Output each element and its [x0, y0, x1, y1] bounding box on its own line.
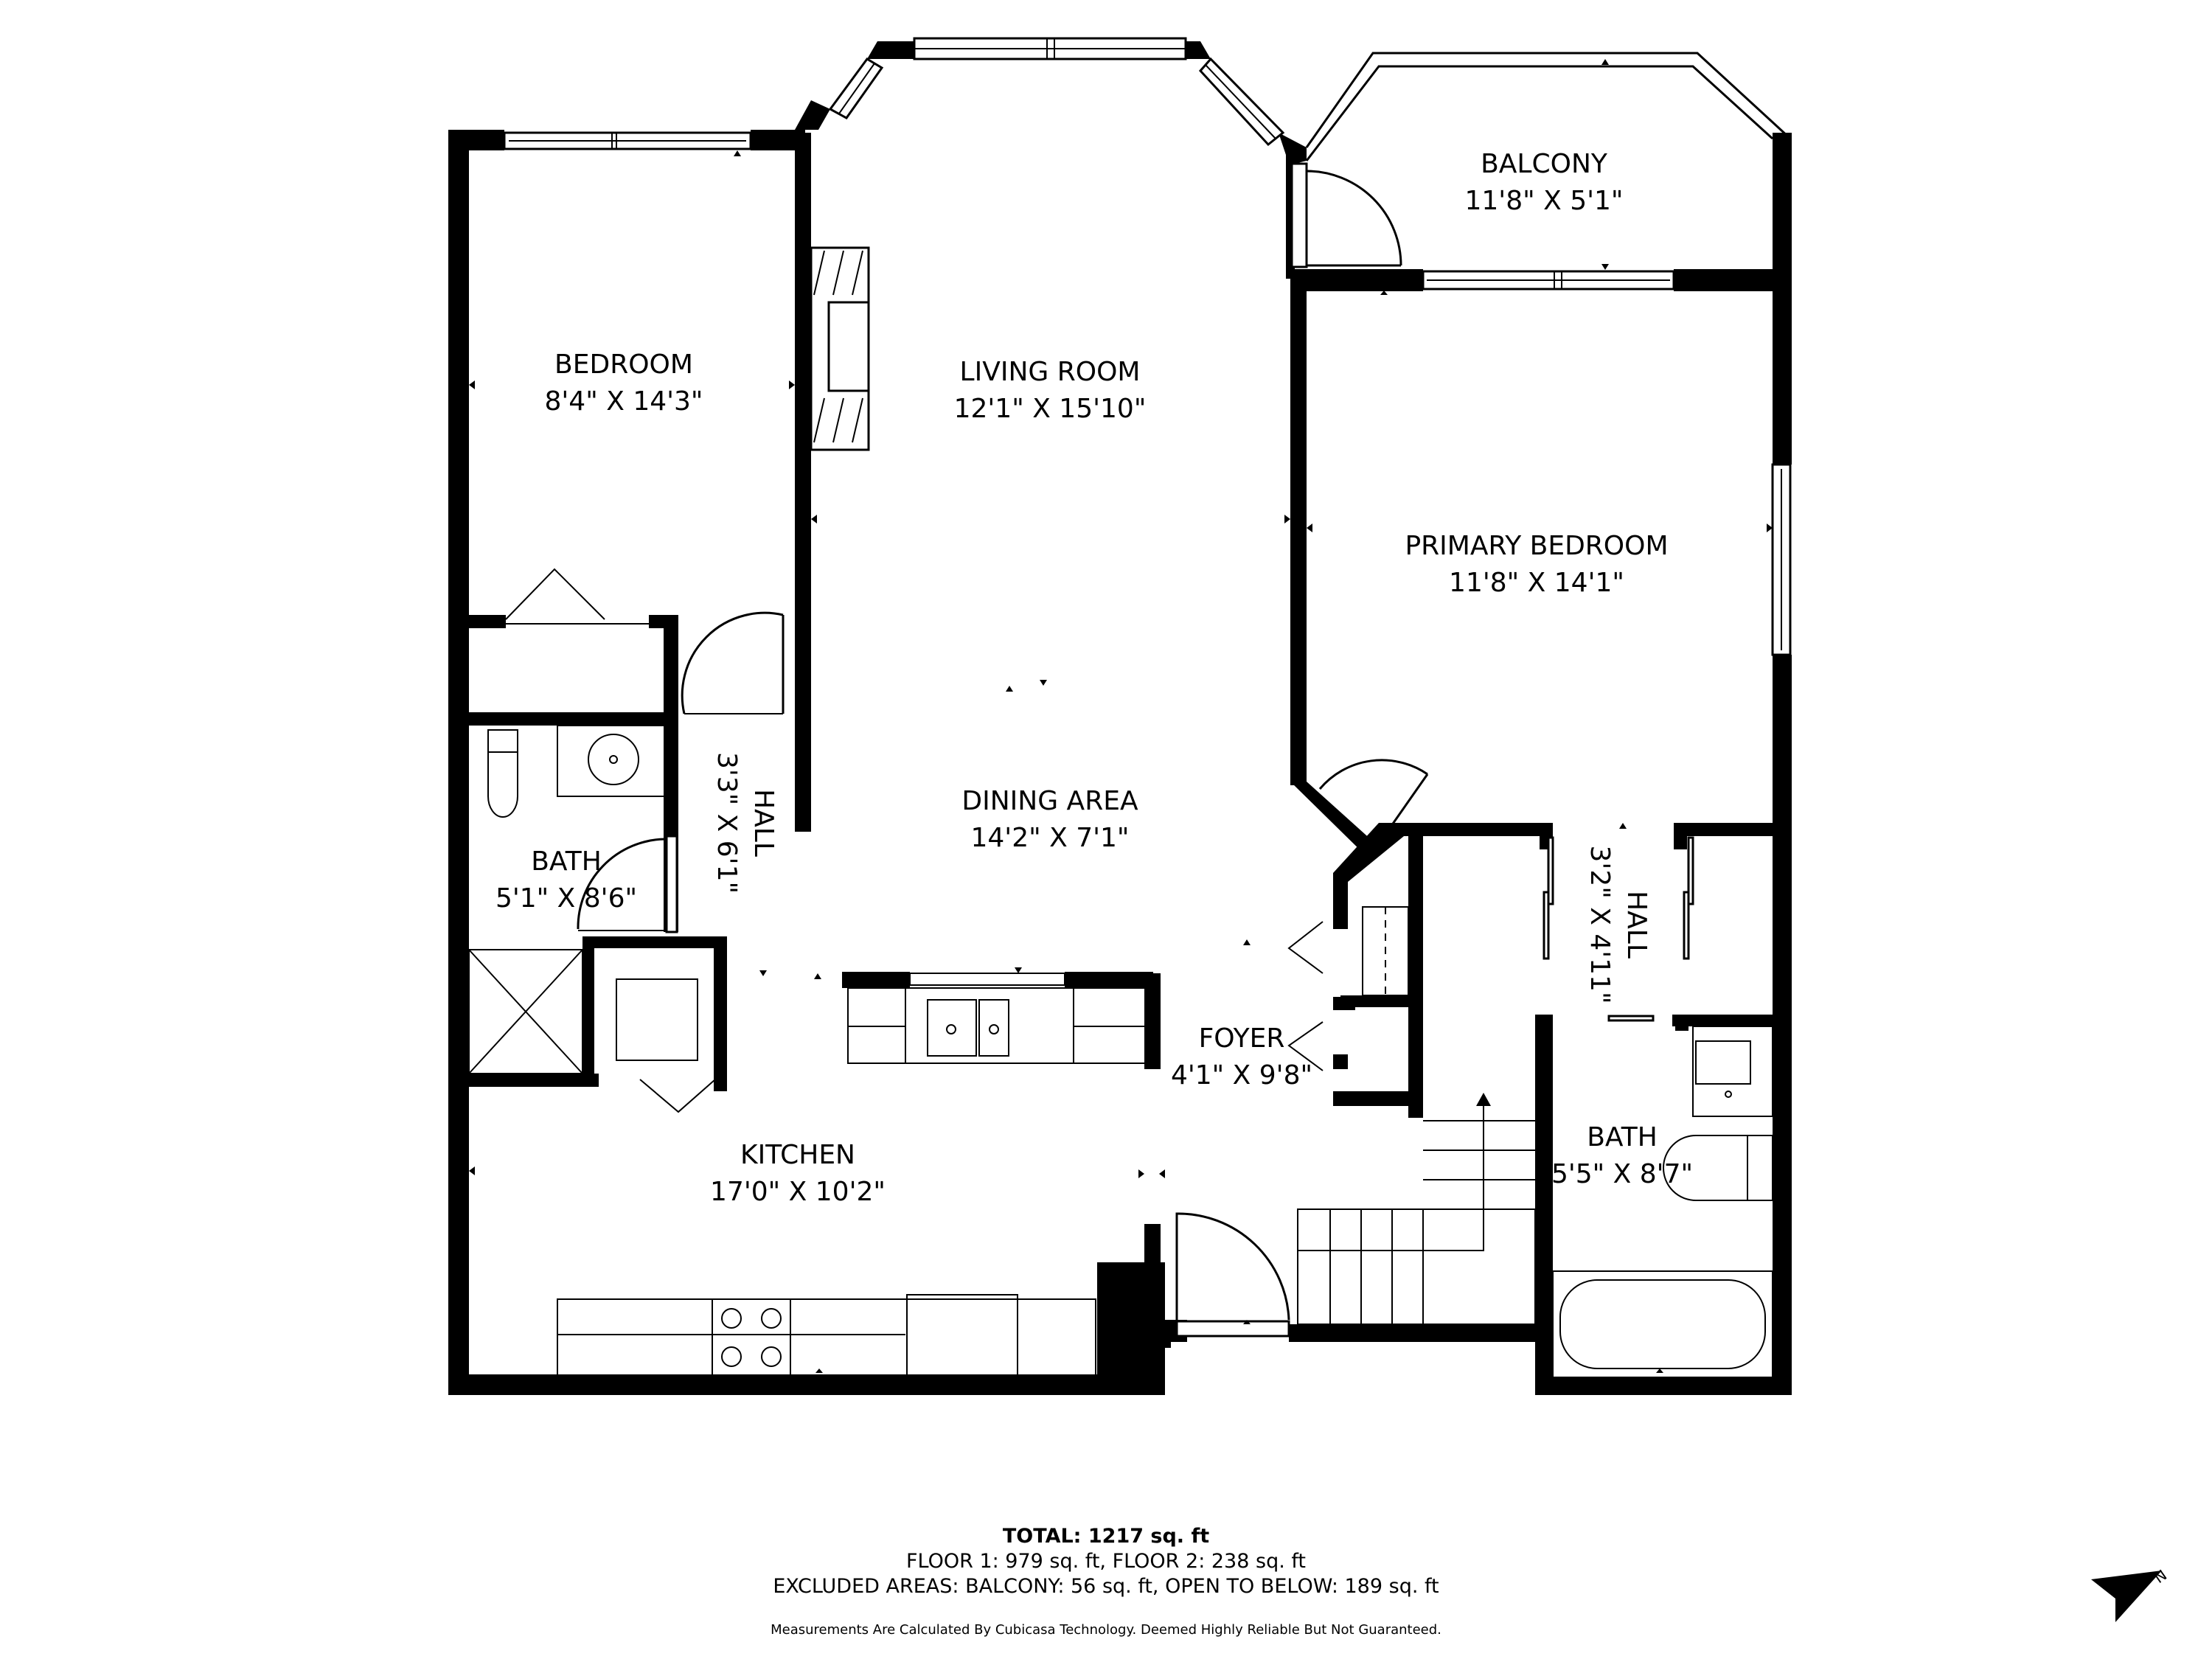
room-name: BEDROOM — [554, 349, 693, 380]
foyer-stairs — [1175, 906, 1536, 1338]
bedroom-window — [503, 131, 752, 150]
bedroom-closet — [469, 568, 785, 726]
right-bath — [1543, 836, 1773, 1378]
room-size: 4'1" X 9'8" — [1171, 1060, 1312, 1091]
room-size: 8'4" X 14'3" — [545, 386, 703, 417]
floor-areas: FLOOR 1: 979 sq. ft, FLOOR 2: 238 sq. ft — [905, 1550, 1306, 1573]
room-size: 11'8" X 5'1" — [1465, 186, 1624, 216]
room-size: 11'8" X 14'1" — [1449, 568, 1624, 598]
room-name: BATH — [1587, 1122, 1658, 1152]
north-arrow-icon: N — [2091, 1569, 2170, 1622]
room-size: 5'5" X 8'7" — [1551, 1159, 1693, 1189]
room-name: LIVING ROOM — [960, 357, 1141, 387]
balcony-railing — [1290, 52, 1790, 268]
total-area: TOTAL: 1217 sq. ft — [1002, 1525, 1210, 1548]
room-label-foyer: FOYER 4'1" X 9'8" — [1171, 1023, 1312, 1091]
room-size: 5'1" X 8'6" — [495, 883, 637, 914]
room-name: BALCONY — [1481, 149, 1608, 179]
room-label-bath-left: BATH 5'1" X 8'6" — [495, 846, 637, 914]
room-size: 17'0" X 10'2" — [710, 1177, 886, 1207]
room-size: 3'2" X 4'11" — [1585, 846, 1615, 1004]
room-label-hall-left: HALL 3'3" X 6'1" — [712, 752, 779, 894]
room-name: DINING AREA — [961, 786, 1138, 816]
room-size: 14'2" X 7'1" — [971, 823, 1130, 853]
disclaimer: Measurements Are Calculated By Cubicasa … — [771, 1622, 1441, 1638]
room-label-primary-bedroom: PRIMARY BEDROOM 11'8" X 14'1" — [1405, 531, 1668, 598]
left-bath — [468, 725, 727, 1113]
room-size: 12'1" X 15'10" — [954, 394, 1147, 424]
room-label-living-room: LIVING ROOM 12'1" X 15'10" — [954, 357, 1147, 424]
room-name: HALL — [1621, 891, 1652, 959]
room-label-dining-area: DINING AREA 14'2" X 7'1" — [961, 786, 1138, 853]
kitchen-fixtures — [557, 972, 1153, 1377]
room-size: 3'3" X 6'1" — [712, 752, 742, 894]
room-name: HALL — [748, 789, 779, 857]
dimension-markers — [469, 59, 1773, 1373]
room-label-kitchen: KITCHEN 17'0" X 10'2" — [710, 1140, 886, 1207]
room-label-bedroom: BEDROOM 8'4" X 14'3" — [545, 349, 703, 417]
room-name: BATH — [531, 846, 602, 877]
walls — [448, 41, 1792, 1395]
room-name: KITCHEN — [740, 1140, 855, 1170]
room-name: FOYER — [1199, 1023, 1285, 1054]
room-label-bath-right: BATH 5'5" X 8'7" — [1551, 1122, 1693, 1189]
excluded-areas: EXCLUDED AREAS: BALCONY: 56 sq. ft, OPEN… — [773, 1575, 1439, 1598]
room-label-hall-right: HALL 3'2" X 4'11" — [1585, 846, 1652, 1004]
fireplace — [810, 246, 870, 451]
room-label-balcony: BALCONY 11'8" X 5'1" — [1465, 149, 1624, 216]
living-room-bay-window — [828, 37, 1285, 147]
room-name: PRIMARY BEDROOM — [1405, 531, 1668, 561]
primary-bedroom-windows — [1318, 270, 1792, 849]
